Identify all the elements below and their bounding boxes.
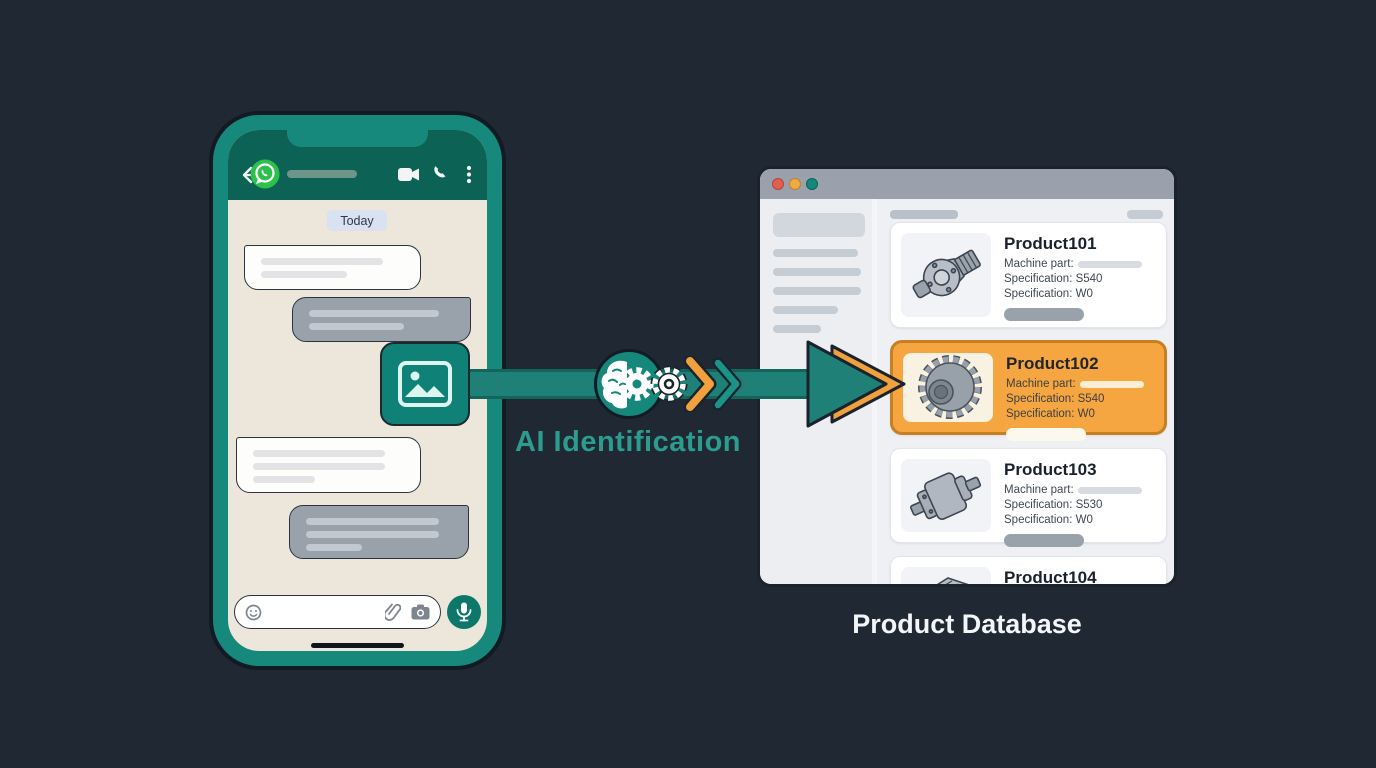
maximize-dot[interactable] (806, 178, 818, 190)
product-info: Product101 Machine part: Specification: … (1004, 233, 1156, 321)
text-placeholder-line (253, 476, 315, 483)
product-info: Product104 Machine part: (1004, 567, 1156, 587)
text-placeholder-line (253, 463, 385, 470)
product-list-panel: Product101 Machine part: Specification: … (877, 199, 1174, 584)
product-image (901, 567, 991, 584)
action-button-placeholder[interactable] (1006, 428, 1086, 441)
product-card[interactable]: Product103 Machine part: Specification: … (890, 448, 1167, 547)
spec-line: Specification: S540 (1004, 273, 1103, 285)
outgoing-message (292, 297, 471, 342)
product-image (903, 353, 993, 422)
mic-button[interactable] (447, 595, 481, 629)
spec-line: Specification: S530 (1004, 499, 1103, 511)
product-info: Product102 Machine part: Specification: … (1006, 353, 1154, 441)
sidebar-item-placeholder (773, 268, 861, 276)
bracket-image (936, 576, 971, 584)
machine-part-label: Machine part: (1006, 378, 1076, 390)
picture-icon (398, 361, 452, 407)
microphone-icon (456, 602, 472, 622)
text-placeholder-line (309, 310, 439, 317)
text-placeholder-line (261, 258, 383, 265)
spec-line: Specification: S540 (1006, 393, 1105, 405)
product-name: Product102 (1006, 354, 1099, 373)
action-button-placeholder[interactable] (1004, 534, 1084, 547)
spec-line: Specification: W0 (1004, 514, 1093, 526)
product-name: Product104 (1004, 568, 1097, 587)
voice-call-icon[interactable] (432, 165, 450, 183)
product-card[interactable]: Product104 Machine part: (890, 556, 1167, 587)
date-chip: Today (327, 210, 387, 231)
product-card[interactable]: Product101 Machine part: Specification: … (890, 222, 1167, 328)
text-placeholder-line (261, 271, 347, 278)
sidebar-item-placeholder (773, 306, 838, 314)
spec-line: Specification: W0 (1006, 408, 1095, 420)
contact-name-placeholder (287, 170, 357, 178)
product-image (901, 233, 991, 317)
product-name: Product101 (1004, 234, 1097, 253)
brain-gear-icon (594, 349, 664, 419)
whatsapp-logo (250, 159, 280, 189)
arrow-right-icon (806, 340, 906, 428)
image-message[interactable] (380, 342, 470, 426)
product-card-highlighted[interactable]: Product102 Machine part: Specification: … (890, 340, 1167, 441)
text-placeholder-line (306, 518, 439, 525)
phone-screen: Today (228, 130, 487, 651)
minimize-dot[interactable] (789, 178, 801, 190)
diagram-caption: Product Database (852, 609, 1082, 639)
value-placeholder (1077, 487, 1142, 494)
gear-icon (650, 365, 688, 403)
list-title-placeholder (890, 210, 958, 219)
value-placeholder (1077, 261, 1142, 268)
phone-device: Today (213, 115, 502, 666)
phone-notch (287, 130, 428, 147)
action-button-placeholder[interactable] (1004, 308, 1084, 321)
sidebar-item-placeholder (773, 325, 821, 333)
incoming-message (236, 437, 421, 493)
close-dot[interactable] (772, 178, 784, 190)
window-body: Product101 Machine part: Specification: … (760, 199, 1174, 584)
chevron-right-icon (684, 356, 742, 412)
paperclip-icon[interactable] (385, 603, 401, 621)
product-info: Product103 Machine part: Specification: … (1004, 459, 1156, 547)
camera-icon[interactable] (411, 604, 430, 620)
sidebar-item-placeholder (773, 287, 861, 295)
machine-part-label: Machine part: (1004, 258, 1074, 270)
value-placeholder (1079, 381, 1144, 388)
incoming-message (244, 245, 421, 290)
outgoing-message (289, 505, 469, 559)
gear-image (918, 354, 982, 419)
text-placeholder-line (253, 450, 385, 457)
text-placeholder-line (309, 323, 404, 330)
home-indicator (311, 643, 404, 648)
window-titlebar (760, 169, 1174, 199)
flange-shaft-image (912, 249, 981, 299)
text-placeholder-line (306, 544, 362, 551)
flow-label: AI Identification (515, 426, 741, 458)
message-input[interactable] (234, 595, 441, 629)
text-placeholder-line (306, 531, 439, 538)
machine-part-label: Machine part: (1004, 484, 1074, 496)
sort-control-placeholder[interactable] (1127, 210, 1163, 219)
browser-window: Product101 Machine part: Specification: … (757, 166, 1177, 587)
video-call-icon[interactable] (398, 167, 420, 182)
sidebar-header-placeholder (773, 213, 865, 237)
roller-shaft-image (910, 471, 982, 520)
emoji-icon[interactable] (245, 604, 262, 621)
sidebar-item-placeholder (773, 249, 858, 257)
product-name: Product103 (1004, 460, 1097, 479)
more-options-icon[interactable] (466, 165, 472, 184)
spec-line: Specification: W0 (1004, 288, 1093, 300)
product-image (901, 459, 991, 532)
